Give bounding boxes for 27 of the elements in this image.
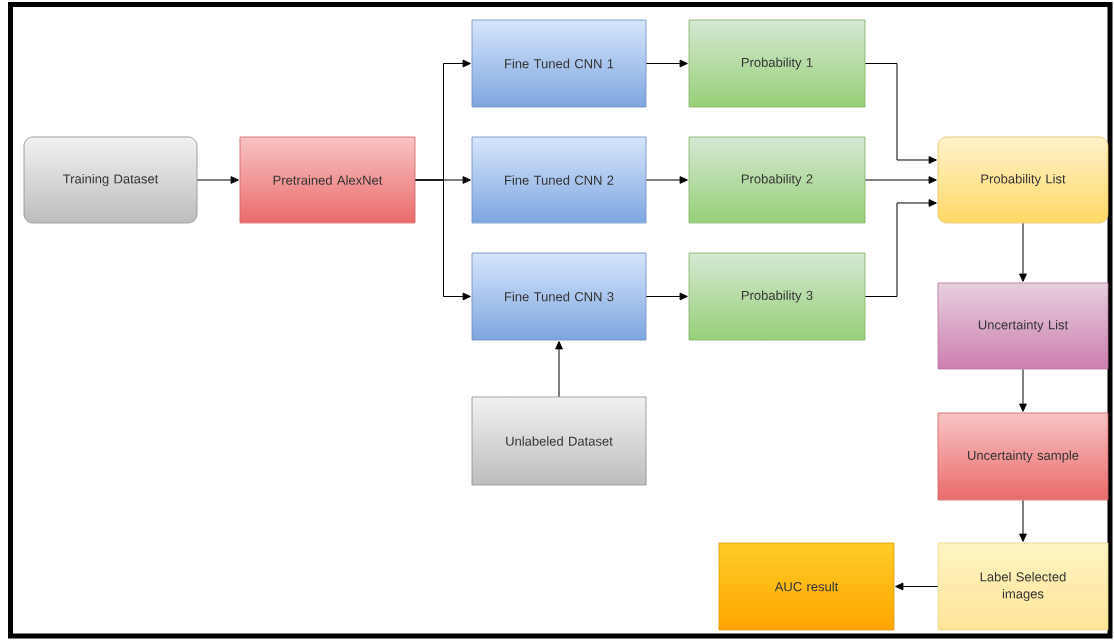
probability-box: Probability 2: [688, 136, 866, 224]
arrow: [1019, 222, 1027, 282]
probability-box: Probability 1: [688, 19, 866, 108]
arrow: [895, 582, 939, 591]
probability-box: Probability 3: [688, 252, 866, 341]
arrow: [196, 176, 239, 184]
arrow: [1019, 368, 1027, 412]
arrow: [864, 63, 937, 164]
model-box: Pretrained AlexNet: [239, 136, 416, 224]
dataset-box: Unlabeled Dataset: [471, 396, 647, 486]
sample-box: Uncertainty sample: [937, 412, 1109, 501]
arrow: [414, 179, 471, 301]
dataset-box: Training Dataset: [23, 136, 198, 224]
model-box: Fine Tuned CNN 1: [471, 19, 647, 108]
model-box: Fine Tuned CNN 3: [471, 252, 647, 341]
arrow: [864, 199, 937, 297]
arrow: [1019, 499, 1027, 542]
result-box: AUC result: [718, 542, 895, 631]
list-box: Probability List: [937, 136, 1109, 224]
arrow: [864, 176, 937, 184]
model-box: Fine Tuned CNN 2: [471, 136, 647, 224]
arrow: [645, 292, 688, 301]
arrow: [645, 176, 688, 184]
process-box: Label Selected images: [937, 542, 1109, 631]
arrow: [555, 341, 563, 398]
list-box: Uncertainty List: [937, 282, 1109, 370]
arrow: [645, 59, 688, 68]
